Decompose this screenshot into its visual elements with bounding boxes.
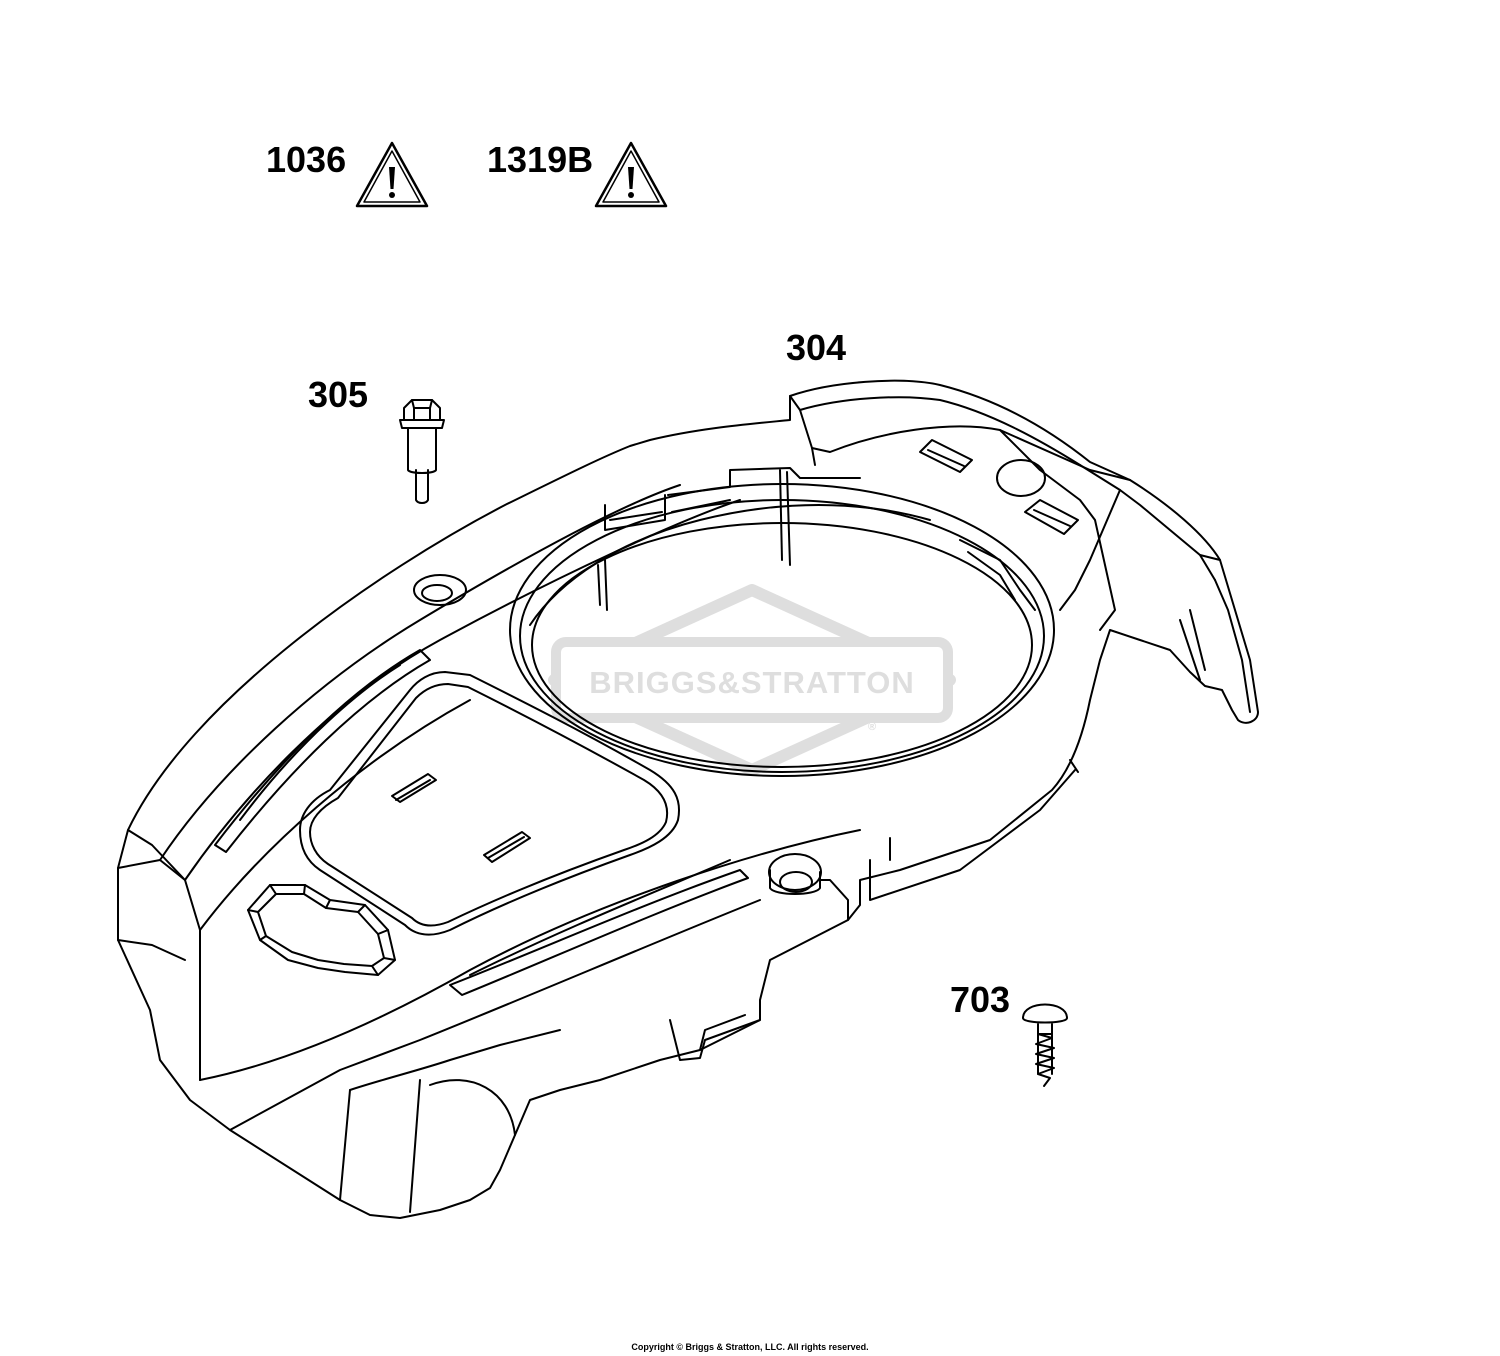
warning-triangle-icon xyxy=(594,141,668,208)
watermark-registered-mark: ® xyxy=(868,721,876,733)
brand-watermark: BRIGGS&STRATTON ® xyxy=(548,584,956,776)
label-1036: 1036 xyxy=(266,139,347,180)
label-305: 305 xyxy=(308,374,369,415)
label-304: 304 xyxy=(786,327,847,368)
copyright-notice: Copyright © Briggs & Stratton, LLC. All … xyxy=(631,1342,869,1352)
bolt-part xyxy=(399,399,445,504)
label-703: 703 xyxy=(950,979,1011,1020)
watermark-brand-text: BRIGGS&STRATTON xyxy=(589,665,915,700)
warning-triangle-icon xyxy=(355,141,429,208)
screw-part xyxy=(1022,1003,1068,1087)
blower-housing-part xyxy=(117,379,1259,1219)
label-1319b: 1319B xyxy=(487,139,594,180)
